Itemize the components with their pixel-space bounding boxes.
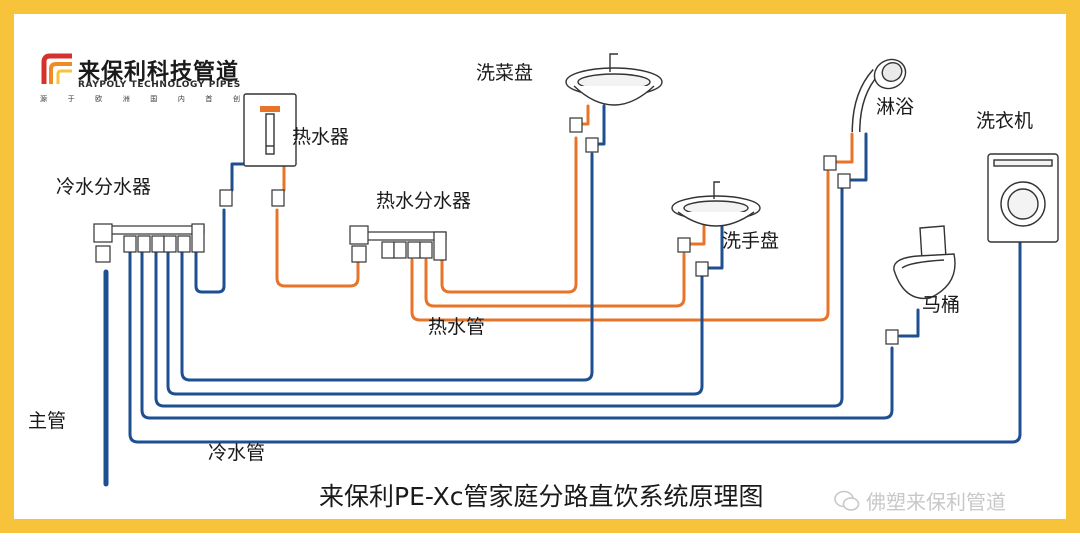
plumbing-diagram [41, 53, 1059, 487]
shower-cold-valve [837, 173, 851, 189]
wechat-icon [834, 490, 860, 511]
toilet-icon [893, 225, 956, 300]
logo-english: RAYPOLY TECHNOLOGY PIPES [78, 80, 241, 90]
kitchen-cold-valve [585, 137, 599, 153]
basin-cold-valve [695, 261, 709, 277]
label-toilet: 马桶 [922, 294, 961, 316]
cold-manifold [93, 223, 205, 263]
shower-cold-riser [848, 132, 868, 182]
shower-head-icon [851, 58, 907, 133]
label-cold-manifold: 冷水分水器 [56, 176, 152, 198]
toilet-supply-link [898, 308, 920, 338]
water-heater-icon [243, 93, 297, 167]
label-hot-pipe: 热水管 [428, 316, 486, 338]
cold-run-toilet [140, 250, 894, 420]
hot-run-shower [410, 170, 830, 322]
label-washing-machine: 洗衣机 [976, 110, 1034, 132]
label-kitchen-sink: 洗菜盘 [476, 62, 534, 84]
hot-manifold [349, 225, 447, 263]
washing-machine-icon [987, 153, 1059, 243]
watermark: 佛塑来保利管道 [834, 486, 1006, 515]
cold-to-heater-pipe [194, 208, 226, 294]
logo-mark-icon [41, 53, 72, 84]
basin-hot-riser [688, 224, 706, 246]
basin-hot-valve [677, 237, 691, 253]
diagram-frame: 来保利科技管道 RAYPOLY TECHNOLOGY PIPES 源 于 欧 洲… [0, 0, 1080, 533]
label-hot-manifold: 热水分水器 [376, 190, 472, 212]
shower-hot-valve [823, 155, 837, 171]
label-wash-basin: 洗手盘 [722, 230, 780, 252]
company-logo: 来保利科技管道 RAYPOLY TECHNOLOGY PIPES 源 于 欧 洲… [40, 50, 250, 110]
basin-cold-riser [706, 224, 724, 270]
label-main-pipe: 主管 [28, 410, 67, 432]
heater-hot-valve [271, 189, 285, 207]
diagram-title: 来保利PE-Xc管家庭分路直饮系统原理图 [319, 482, 764, 511]
watermark-text: 佛塑来保利管道 [866, 490, 1006, 514]
heater-cold-valve [219, 189, 233, 207]
heater-to-hot-manifold-pipe [275, 208, 360, 288]
label-water-heater: 热水器 [292, 126, 350, 148]
heater-cold-riser [230, 162, 248, 192]
hot-run-basin [424, 252, 686, 308]
shower-hot-riser [834, 132, 854, 164]
heater-hot-riser [268, 162, 286, 192]
cold-run-washer [128, 240, 1022, 444]
logo-tagline: 源 于 欧 洲 国 内 首 创 [40, 95, 240, 103]
wash-basin-icon [671, 181, 761, 227]
logo-name: 来保利科技管道 [78, 60, 240, 85]
hot-run-kitchen [440, 136, 578, 294]
cold-run-basin [166, 250, 704, 396]
cold-run-kitchen [180, 152, 594, 382]
kitchen-sink-icon [565, 53, 663, 106]
label-cold-pipe: 冷水管 [208, 442, 266, 464]
kitchen-cold-riser [596, 104, 606, 146]
kitchen-hot-riser [580, 104, 590, 126]
cold-run-shower [154, 186, 844, 408]
label-shower: 淋浴 [876, 96, 915, 118]
toilet-valve [885, 329, 899, 345]
kitchen-hot-valve [569, 117, 583, 133]
